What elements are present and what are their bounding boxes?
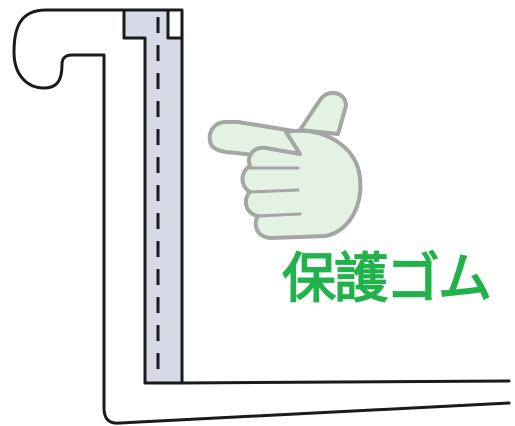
pointing-hand-icon [207, 90, 363, 240]
protective-rubber [122, 8, 184, 385]
fork-upright-edge [168, 8, 184, 38]
fork-outline [12, 8, 511, 425]
fork-tine-top [180, 379, 511, 385]
protective-rubber-label: 保護ゴム [282, 247, 492, 310]
